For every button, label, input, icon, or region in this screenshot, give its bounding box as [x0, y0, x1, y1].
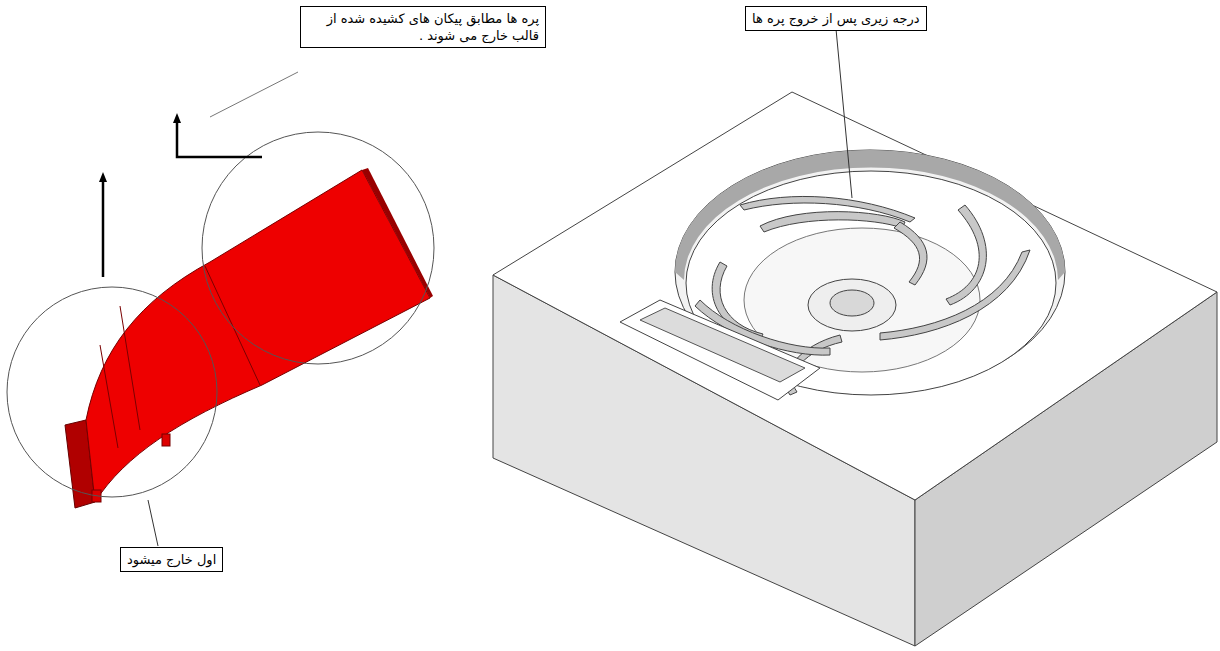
arrowhead — [173, 113, 181, 123]
arrow — [102, 180, 105, 277]
blade-tab — [162, 434, 170, 446]
callout-text: درجه زیری پس از خروج پره ها — [752, 10, 920, 27]
block-top-face — [493, 92, 1217, 500]
callout-text: اول خارج میشود — [127, 551, 216, 568]
leader-line — [148, 500, 158, 546]
highlight-circle — [202, 132, 434, 364]
arrow — [177, 121, 262, 157]
runner-slot-floor — [640, 308, 805, 382]
blade — [86, 170, 430, 502]
callout-box: درجه زیری پس از خروج پره ها — [745, 6, 927, 31]
leader-line — [210, 72, 298, 117]
leader-line — [836, 29, 852, 198]
callout-box: اول خارج میشود — [120, 547, 223, 572]
callout-text: پره ها مطابق پیکان های کشیده شده از قالب… — [307, 10, 539, 44]
runner-slot — [620, 300, 820, 400]
callout-box: پره ها مطابق پیکان های کشیده شده از قالب… — [300, 6, 546, 48]
hub-hole — [830, 290, 874, 316]
blade-lines — [100, 266, 260, 448]
arrowhead — [99, 172, 107, 182]
highlight-circle — [7, 287, 217, 497]
hub-ring — [808, 279, 896, 331]
blade-top-edge — [362, 168, 433, 298]
